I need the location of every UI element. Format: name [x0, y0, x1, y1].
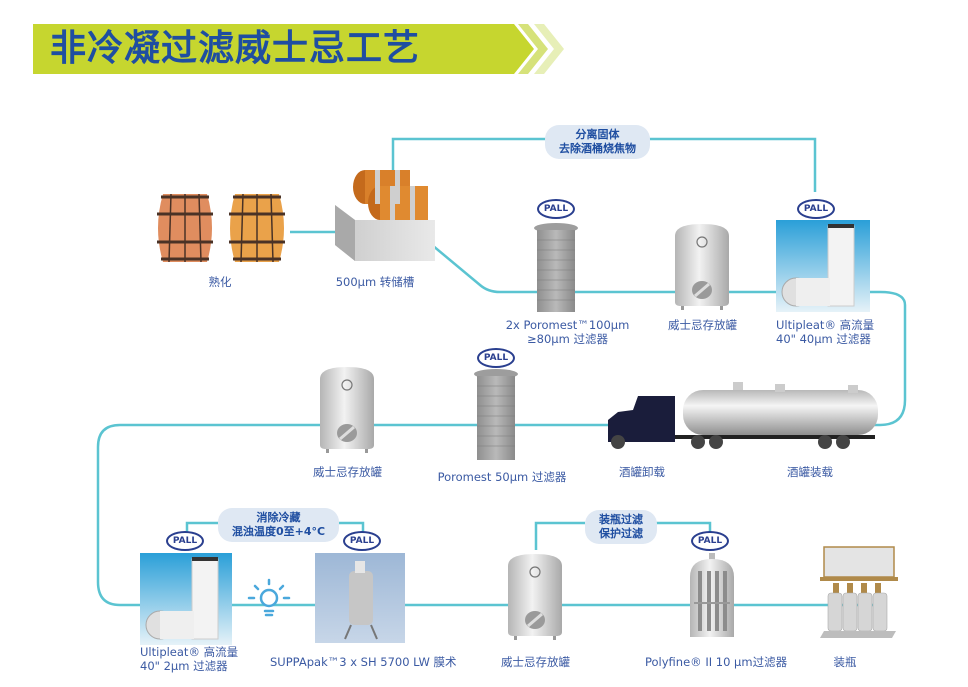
bubble-line: 混浊温度0至+4°C	[232, 525, 326, 538]
barrel-icon	[229, 193, 285, 263]
pall-logo: PALL	[797, 199, 835, 219]
label-tanker-unloading: 酒罐卸载	[619, 465, 665, 479]
storage-tank-icon	[675, 224, 729, 310]
label-line: ≥80µm 过滤器	[527, 332, 608, 346]
bubble-chill-haze: 消除冷藏 混浊温度0至+4°C	[218, 508, 340, 542]
bubble-line: 分离固体	[575, 128, 620, 141]
label-ultipleat-2: Ultipleat® 高流量 40" 2µm 过滤器	[140, 645, 238, 673]
bubble-bottling-filtration: 装瓶过滤 保护过滤	[585, 510, 657, 544]
label-poromest-50: Poromest 50µm 过滤器	[437, 470, 567, 484]
bubble-line: 消除冷藏	[256, 511, 301, 524]
label-maturation: 熟化	[208, 275, 232, 289]
polyfine-filter-icon	[690, 553, 734, 637]
label-line: 40" 40µm 过滤器	[776, 332, 871, 346]
barrel-stack-icon	[335, 170, 435, 261]
bubble-solids-removal: 分离固体 去除酒桶烧焦物	[545, 125, 650, 159]
storage-tank-icon	[508, 554, 562, 640]
filter-housing-icon	[315, 553, 405, 643]
label-ultipleat-40: Ultipleat® 高流量 40" 40µm 过滤器	[776, 318, 874, 346]
label-poromest-100: 2x Poromest™100µm ≥80µm 过滤器	[505, 318, 630, 346]
cartridge-filter-icon	[776, 220, 870, 312]
label-tanker-loading: 酒罐装载	[787, 465, 833, 479]
label-transfer-tank: 500µm 转储槽	[335, 275, 415, 289]
pall-logo: PALL	[477, 348, 515, 368]
label-storage-2: 威士忌存放罐	[313, 465, 382, 479]
title-banner	[33, 24, 513, 74]
label-suppapak: SUPPApak™3 x SH 5700 LW 膜术	[270, 655, 457, 669]
label-storage-1: 威士忌存放罐	[668, 318, 737, 332]
label-line: Ultipleat® 高流量	[776, 318, 875, 332]
bubble-line: 保护过滤	[599, 527, 643, 540]
pall-logo: PALL	[537, 199, 575, 219]
cartridge-filter-icon	[140, 553, 232, 645]
page-title: 非冷凝过滤威士忌工艺	[50, 28, 421, 69]
basket-filter-icon	[534, 223, 578, 312]
label-line: 40" 2µm 过滤器	[140, 659, 228, 673]
bubble-line: 去除酒桶烧焦物	[559, 142, 636, 155]
barrel-icon	[157, 193, 213, 263]
chevron-arrows-icon	[500, 24, 564, 74]
bubble-line: 装瓶过滤	[599, 513, 643, 526]
tanker-truck-icon	[608, 382, 878, 449]
basket-filter-icon	[474, 369, 518, 460]
label-line: Ultipleat® 高流量	[140, 645, 239, 659]
storage-tank-icon	[320, 367, 374, 453]
pall-logo: PALL	[166, 531, 204, 551]
label-storage-3: 威士忌存放罐	[501, 655, 570, 669]
label-bottling: 装瓶	[833, 655, 857, 669]
pall-logo: PALL	[691, 531, 729, 551]
label-line: 2x Poromest™100µm	[505, 318, 630, 332]
bottling-machine-icon	[820, 546, 898, 638]
pall-logo: PALL	[343, 531, 381, 551]
label-polyfine: Polyfine® II 10 µm过滤器	[645, 655, 788, 669]
lightbulb-icon	[247, 578, 291, 617]
